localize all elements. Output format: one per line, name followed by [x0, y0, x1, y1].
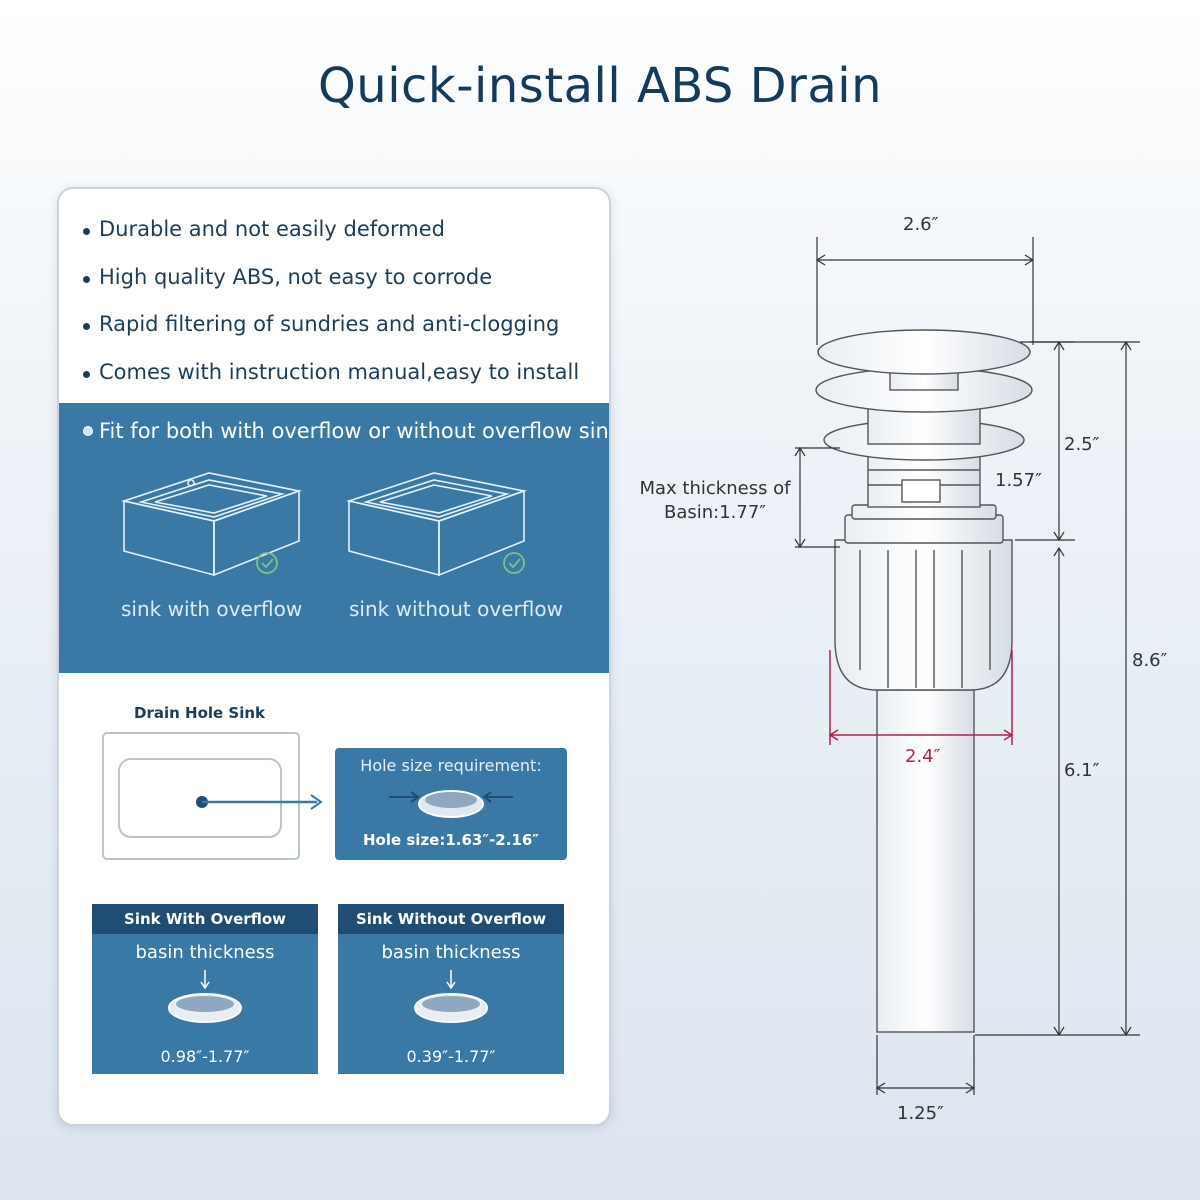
dim-lower-height: 6.1″ [1064, 760, 1100, 781]
panel-header: Sink With Overflow [92, 904, 318, 934]
features-card: Durable and not easily deformed High qua… [57, 187, 611, 1126]
body-width-dimension [828, 650, 1014, 745]
dim-upper-height: 2.5″ [1064, 434, 1100, 455]
basin-range: 0.98″-1.77″ [160, 1047, 250, 1066]
check-icon [256, 552, 278, 574]
panel-sink-without-overflow: Sink Without Overflow basin thickness 0.… [338, 904, 564, 1074]
hole-ellipse-icon [389, 790, 513, 818]
dim-pipe-diameter: 1.25″ [897, 1103, 944, 1124]
dim-thread-length: 1.57″ [995, 470, 1042, 491]
drain-hole-diagram [102, 732, 323, 860]
feature-item: Comes with instruction manual,easy to in… [81, 360, 579, 408]
check-icon [503, 552, 525, 574]
fit-text: Fit for both with overflow or without ov… [81, 419, 609, 443]
sink-without-overflow-illustration [345, 472, 528, 577]
sink-with-overflow-label: sink with overflow [121, 597, 303, 621]
hole-requirement-title: Hole size requirement: [360, 756, 542, 775]
basin-hole-icon [414, 970, 488, 1023]
feature-list: Durable and not easily deformed High qua… [81, 217, 579, 407]
basin-thickness-label: basin thickness [381, 942, 521, 963]
feature-item: High quality ABS, not easy to corrode [81, 265, 579, 313]
feature-item: Rapid filtering of sundries and anti-clo… [81, 312, 579, 360]
basin-hole-icon [168, 970, 242, 1023]
page-title: Quick-install ABS Drain [318, 58, 882, 114]
basin-thickness-label: basin thickness [135, 942, 275, 963]
dim-cap-width: 2.6″ [903, 214, 939, 235]
sink-with-overflow-illustration [120, 472, 303, 577]
drain-hole-sink-label: Drain Hole Sink [134, 704, 266, 722]
hole-size-requirement-box: Hole size requirement: Hole size:1.63″-2… [335, 748, 567, 860]
dim-body-width: 2.4″ [905, 746, 941, 767]
hole-size-value: Hole size:1.63″-2.16″ [362, 831, 539, 849]
drain-body [815, 329, 1033, 1033]
dim-max-basin: Max thickness of Basin:1.77″ [639, 478, 791, 523]
sink-without-overflow-label: sink without overflow [349, 597, 563, 621]
dimension-lines [794, 237, 1140, 1095]
feature-item: Durable and not easily deformed [81, 217, 579, 265]
dim-total-height: 8.6″ [1132, 650, 1168, 671]
fit-section: Fit for both with overflow or without ov… [59, 403, 609, 673]
sink-illustrations [120, 472, 528, 577]
panel-header: Sink Without Overflow [338, 904, 564, 934]
basin-range: 0.39″-1.77″ [406, 1047, 496, 1066]
panel-sink-with-overflow: Sink With Overflow basin thickness 0.98″… [92, 904, 318, 1074]
